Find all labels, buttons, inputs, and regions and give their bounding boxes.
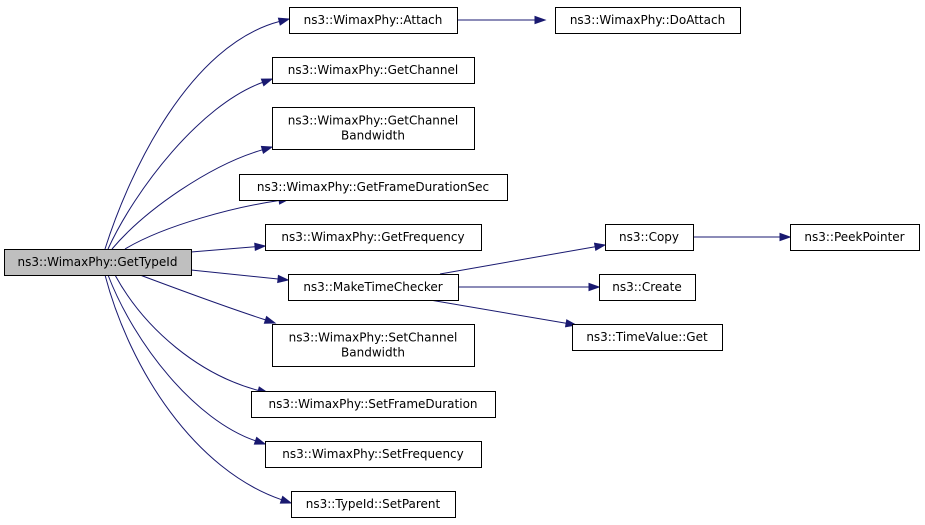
- node-label: ns3::WimaxPhy::GetChannel: [288, 114, 458, 128]
- node-GetFrequency[interactable]: ns3::WimaxPhy::GetFrequency: [265, 224, 482, 251]
- node-Create[interactable]: ns3::Create: [599, 274, 696, 301]
- node-GetTypeId[interactable]: ns3::WimaxPhy::GetTypeId: [4, 249, 192, 276]
- arrowhead-icon: [534, 15, 547, 25]
- node-label: ns3::MakeTimeChecker: [303, 280, 442, 294]
- node-box: [555, 7, 741, 34]
- node-Attach[interactable]: ns3::WimaxPhy::Attach: [289, 7, 458, 34]
- node-SetFrameDuration[interactable]: ns3::WimaxPhy::SetFrameDuration: [251, 391, 496, 418]
- edges-layer: [104, 15, 792, 504]
- arrowhead-icon: [253, 436, 267, 445]
- node-label: ns3::WimaxPhy::SetFrameDuration: [268, 397, 477, 411]
- node-label: ns3::WimaxPhy::GetChannel: [288, 63, 458, 77]
- node-DoAttach[interactable]: ns3::WimaxPhy::DoAttach: [555, 7, 741, 34]
- node-box: [4, 249, 192, 276]
- arrowhead-icon: [593, 242, 607, 251]
- edge-Attach-to-DoAttach: [457, 15, 547, 25]
- node-Copy[interactable]: ns3::Copy: [605, 224, 694, 251]
- edge-GetTypeId-to-GetChannel: [107, 78, 274, 250]
- node-box: [265, 441, 482, 468]
- node-label: ns3::WimaxPhy::SetChannel: [289, 331, 458, 345]
- node-box: [291, 491, 456, 518]
- node-label: ns3::WimaxPhy::GetFrequency: [281, 230, 464, 244]
- arrowhead-icon: [779, 232, 792, 242]
- edge-MakeTimeChecker-to-Copy: [439, 242, 607, 275]
- arrowhead-icon: [263, 315, 277, 324]
- arrowhead-icon: [279, 495, 293, 504]
- node-MakeTimeChecker[interactable]: ns3::MakeTimeChecker: [288, 274, 459, 301]
- node-box: [251, 391, 496, 418]
- node-label: ns3::TypeId::SetParent: [306, 497, 441, 511]
- node-GetFrameDurationSec[interactable]: ns3::WimaxPhy::GetFrameDurationSec: [239, 174, 508, 201]
- node-label: ns3::Create: [612, 280, 681, 294]
- nodes-layer: ns3::WimaxPhy::GetTypeId ns3::WimaxPhy::A…: [4, 7, 920, 518]
- node-PeekPointer[interactable]: ns3::PeekPointer: [790, 224, 920, 251]
- node-box: [572, 324, 723, 351]
- arrowhead-icon: [588, 282, 601, 292]
- node-label: ns3::PeekPointer: [804, 230, 904, 244]
- node-label: ns3::WimaxPhy::SetFrequency: [282, 447, 464, 461]
- edge-GetTypeId-to-GetFrameDurationSec: [124, 196, 291, 250]
- node-label: ns3::TimeValue::Get: [586, 330, 708, 344]
- node-SetParent[interactable]: ns3::TypeId::SetParent: [291, 491, 456, 518]
- arrowhead-icon: [277, 274, 290, 284]
- edge-MakeTimeChecker-to-TimeValueGet: [429, 299, 578, 328]
- arrowhead-icon: [277, 17, 291, 26]
- edge-MakeTimeChecker-to-Create: [458, 282, 601, 292]
- node-box: [272, 57, 475, 84]
- node-label: ns3::WimaxPhy::DoAttach: [570, 13, 725, 27]
- node-label: ns3::WimaxPhy::GetTypeId: [18, 255, 178, 269]
- edge-GetTypeId-to-GetChannelBandwidth: [111, 145, 274, 250]
- node-box: [605, 224, 694, 251]
- node-label: ns3::WimaxPhy::GetFrameDurationSec: [257, 180, 489, 194]
- node-box: [599, 274, 696, 301]
- node-box: [790, 224, 920, 251]
- arrowhead-icon: [260, 78, 274, 87]
- node-box: [265, 224, 482, 251]
- arrowhead-icon: [260, 145, 274, 154]
- node-box: [289, 7, 458, 34]
- edge-GetTypeId-to-MakeTimeChecker: [190, 269, 290, 284]
- edge-Copy-to-PeekPointer: [693, 232, 792, 242]
- node-label: Bandwidth: [341, 129, 405, 143]
- edge-GetTypeId-to-SetParent: [104, 274, 293, 504]
- node-box: [272, 107, 475, 150]
- node-TimeValueGet[interactable]: ns3::TimeValue::Get: [572, 324, 723, 351]
- node-GetChannel[interactable]: ns3::WimaxPhy::GetChannel: [272, 57, 475, 84]
- node-label: ns3::WimaxPhy::Attach: [304, 13, 443, 27]
- node-box: [288, 274, 459, 301]
- edge-GetTypeId-to-GetFrequency: [190, 242, 267, 253]
- node-label: Bandwidth: [341, 346, 405, 360]
- edge-GetTypeId-to-Attach: [104, 17, 291, 250]
- edge-GetTypeId-to-SetChannelBandwidth: [139, 274, 277, 324]
- node-box: [239, 174, 508, 201]
- arrowhead-icon: [254, 242, 267, 252]
- node-box: [272, 324, 475, 367]
- edge-GetTypeId-to-SetFrequency: [107, 274, 267, 445]
- node-SetFrequency[interactable]: ns3::WimaxPhy::SetFrequency: [265, 441, 482, 468]
- node-label: ns3::Copy: [619, 230, 679, 244]
